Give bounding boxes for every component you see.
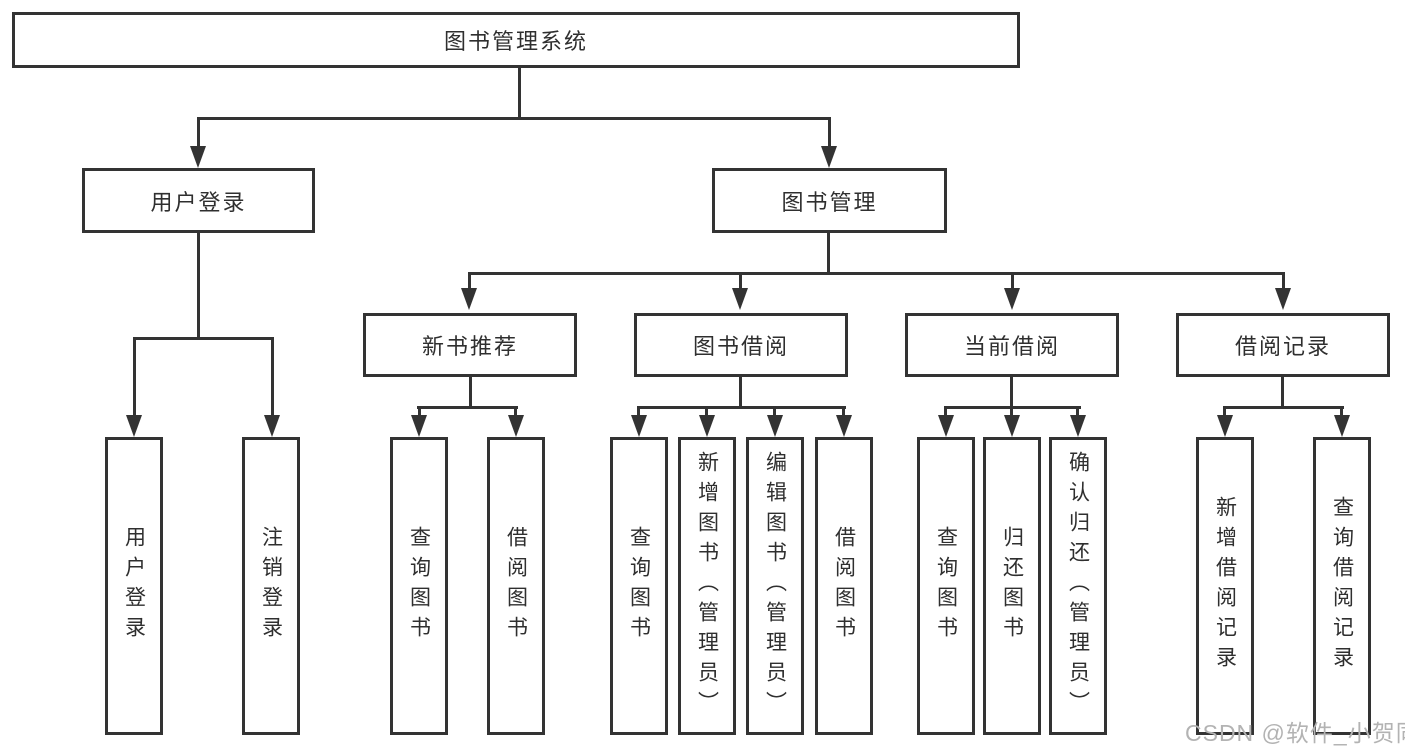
arrow-down-icon bbox=[1275, 288, 1291, 310]
leaf-user-login: 用户登录 bbox=[105, 437, 163, 735]
connector-records-stub-1 bbox=[1223, 406, 1226, 418]
leaf-add-borrow-record: 新增借阅记录 bbox=[1196, 437, 1254, 735]
connector-recommend-hline bbox=[417, 406, 518, 409]
connector-bookborrow-stub-3 bbox=[773, 406, 776, 418]
node-current-borrow: 当前借阅 bbox=[905, 313, 1119, 377]
arrow-down-icon bbox=[1217, 415, 1233, 437]
leaf-return-books: 归还图书 bbox=[983, 437, 1041, 735]
arrow-down-icon bbox=[938, 415, 954, 437]
connector-bookborrow-stub-4 bbox=[842, 406, 845, 418]
connector-bookborrow-stub-1 bbox=[637, 406, 640, 418]
leaf-borrow-query-books: 查询图书 bbox=[610, 437, 668, 735]
connector-root-stub-left bbox=[197, 117, 200, 151]
node-book-management-label: 图书管理 bbox=[781, 189, 878, 215]
node-book-borrow-label: 图书借阅 bbox=[692, 334, 789, 359]
node-book-borrow: 图书借阅 bbox=[634, 313, 848, 377]
node-root: 图书管理系统 bbox=[12, 12, 1020, 68]
connector-currentborrow-stub-3 bbox=[1076, 406, 1079, 418]
connector-userlogin-stub-2 bbox=[271, 337, 274, 419]
arrow-down-icon bbox=[411, 415, 427, 437]
leaf-confirm-return-admin-label: 确认归还（管理员） bbox=[1066, 451, 1090, 721]
leaf-borrow-books-label: 借阅图书 bbox=[832, 526, 856, 646]
node-user-login: 用户登录 bbox=[82, 168, 315, 233]
arrow-down-icon bbox=[190, 146, 206, 168]
arrow-down-icon bbox=[836, 415, 852, 437]
node-new-book-recommend: 新书推荐 bbox=[363, 313, 577, 377]
leaf-edit-books-admin: 编辑图书（管理员） bbox=[746, 437, 804, 735]
connector-root-vline bbox=[518, 68, 521, 118]
connector-currentborrow-stub-1 bbox=[944, 406, 947, 418]
connector-recommend-stub-1 bbox=[418, 406, 421, 418]
arrow-down-icon bbox=[1004, 415, 1020, 437]
leaf-add-borrow-record-label: 新增借阅记录 bbox=[1213, 496, 1237, 676]
node-root-label: 图书管理系统 bbox=[443, 29, 588, 54]
connector-bookborrow-stub-2 bbox=[705, 406, 708, 418]
leaf-current-query-books-label: 查询图书 bbox=[934, 526, 958, 646]
connector-bookmgmt-stub-4 bbox=[1282, 272, 1285, 292]
leaf-borrow-books: 借阅图书 bbox=[815, 437, 873, 735]
arrow-down-icon bbox=[631, 415, 647, 437]
connector-recommend-vline bbox=[469, 377, 472, 407]
arrow-down-icon bbox=[461, 288, 477, 310]
arrow-down-icon bbox=[821, 146, 837, 168]
arrow-down-icon bbox=[1004, 288, 1020, 310]
connector-bookmgmt-stub-2 bbox=[739, 272, 742, 292]
connector-records-hline bbox=[1223, 406, 1344, 409]
csdn-watermark: CSDN @软件_小贺同学 bbox=[1185, 720, 1405, 746]
arrow-down-icon bbox=[1070, 415, 1086, 437]
node-borrow-records-label: 借阅记录 bbox=[1234, 334, 1331, 359]
arrow-down-icon bbox=[126, 415, 142, 437]
connector-currentborrow-stub-2 bbox=[1010, 406, 1013, 418]
leaf-query-borrow-record: 查询借阅记录 bbox=[1313, 437, 1371, 735]
leaf-borrow-query-books-label: 查询图书 bbox=[627, 526, 651, 646]
connector-userlogin-vline bbox=[197, 233, 200, 338]
connector-bookborrow-hline bbox=[637, 406, 846, 409]
connector-bookmgmt-vline bbox=[827, 233, 830, 273]
arrow-down-icon bbox=[508, 415, 524, 437]
leaf-recommend-borrow-books: 借阅图书 bbox=[487, 437, 545, 735]
leaf-recommend-borrow-books-label: 借阅图书 bbox=[504, 526, 528, 646]
arrow-down-icon bbox=[1334, 415, 1350, 437]
connector-bookborrow-vline bbox=[739, 377, 742, 407]
leaf-return-books-label: 归还图书 bbox=[1000, 526, 1024, 646]
connector-bookmgmt-stub-1 bbox=[468, 272, 471, 292]
connector-bookmgmt-hline bbox=[468, 272, 1285, 275]
connector-records-stub-2 bbox=[1340, 406, 1343, 418]
leaf-logout: 注销登录 bbox=[242, 437, 300, 735]
arrow-down-icon bbox=[732, 288, 748, 310]
leaf-query-borrow-record-label: 查询借阅记录 bbox=[1330, 496, 1354, 676]
connector-userlogin-hline bbox=[133, 337, 274, 340]
connector-root-stub-right bbox=[828, 117, 831, 151]
arrow-down-icon bbox=[699, 415, 715, 437]
leaf-logout-label: 注销登录 bbox=[259, 526, 283, 646]
connector-root-hline bbox=[197, 117, 831, 120]
leaf-user-login-label: 用户登录 bbox=[122, 526, 146, 646]
node-new-book-recommend-label: 新书推荐 bbox=[421, 334, 518, 359]
connector-userlogin-stub-1 bbox=[133, 337, 136, 419]
leaf-edit-books-admin-label: 编辑图书（管理员） bbox=[763, 451, 787, 721]
leaf-recommend-query-books: 查询图书 bbox=[390, 437, 448, 735]
node-user-login-label: 用户登录 bbox=[150, 189, 247, 215]
leaf-current-query-books: 查询图书 bbox=[917, 437, 975, 735]
leaf-recommend-query-books-label: 查询图书 bbox=[407, 526, 431, 646]
leaf-add-books-admin: 新增图书（管理员） bbox=[678, 437, 736, 735]
connector-recommend-stub-2 bbox=[514, 406, 517, 418]
arrow-down-icon bbox=[767, 415, 783, 437]
connector-records-vline bbox=[1281, 377, 1284, 407]
connector-bookmgmt-stub-3 bbox=[1011, 272, 1014, 292]
arrow-down-icon bbox=[264, 415, 280, 437]
leaf-add-books-admin-label: 新增图书（管理员） bbox=[695, 451, 719, 721]
connector-currentborrow-vline bbox=[1010, 377, 1013, 407]
node-book-management: 图书管理 bbox=[712, 168, 947, 233]
leaf-confirm-return-admin: 确认归还（管理员） bbox=[1049, 437, 1107, 735]
node-borrow-records: 借阅记录 bbox=[1176, 313, 1390, 377]
node-current-borrow-label: 当前借阅 bbox=[963, 334, 1060, 359]
